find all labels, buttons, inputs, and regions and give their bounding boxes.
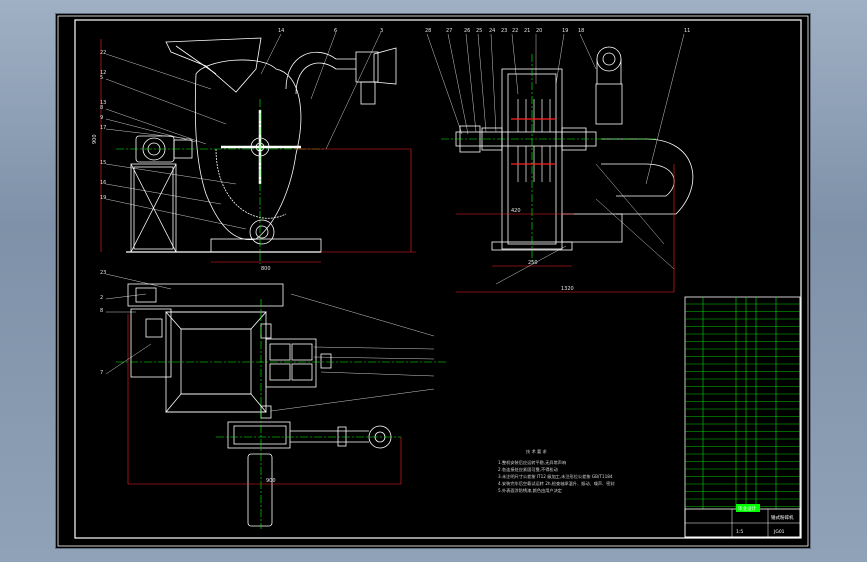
note-line-2: 2.各连接处应紧固可靠,不得松动 <box>498 466 558 473</box>
balloon-plan-23: 23 <box>100 270 106 276</box>
balloon-front-12: 12 <box>100 70 106 76</box>
parts-list <box>684 296 801 538</box>
balloon-side-24: 24 <box>489 28 495 34</box>
balloon-side-28: 28 <box>425 28 431 34</box>
balloon-front-9: 9 <box>100 115 103 121</box>
note-line-5: 5.外表面涂防锈漆,颜色由用户决定 <box>498 487 562 494</box>
front-view <box>100 31 416 264</box>
balloon-side-22: 22 <box>512 28 518 34</box>
note-line-4: 4.安装完毕后空载试运转 2h,检查轴承温升、振动、噪声、密封 <box>498 480 615 487</box>
dim-side-small: 420 <box>511 208 521 214</box>
title-scale: 1:5 <box>736 529 743 535</box>
balloon-side-18: 18 <box>578 28 584 34</box>
title-block: 毕业设计 锤式粉碎机 1:5 JG01 <box>684 504 801 538</box>
balloon-side-27: 27 <box>446 28 452 34</box>
note-line-3: 3.未注明尺寸公差按 IT12 级加工,未注形位公差按 GB/T1184 <box>498 473 613 480</box>
side-cyclone <box>595 83 623 125</box>
technical-notes: 技 术 要 求 1.整机安装后应运转平稳,无异常声响 2.各连接处应紧固可靠,不… <box>498 448 615 494</box>
balloon-plan-7: 7 <box>100 370 103 376</box>
balloon-front-13: 13 <box>100 100 106 106</box>
hopper <box>165 37 262 93</box>
balloon-side-20: 20 <box>536 28 542 34</box>
crusher-housing <box>194 59 302 241</box>
balloon-right-6: 6 <box>334 28 337 34</box>
balloon-front-15: 15 <box>100 160 106 166</box>
dim-side-width: 1320 <box>561 286 574 292</box>
balloon-side-23: 23 <box>501 28 507 34</box>
cad-drawing: 2258917151619121323287282726252423222120… <box>57 15 809 547</box>
title-company: 毕业设计 <box>738 505 756 512</box>
balloon-side-26: 26 <box>464 28 470 34</box>
balloon-front-5: 5 <box>100 75 103 81</box>
balloon-right-14: 14 <box>278 28 284 34</box>
outer-border <box>57 15 809 547</box>
balloon-front-19: 19 <box>100 195 106 201</box>
belt-guard <box>127 283 284 307</box>
dim-side-base: 250 <box>528 260 538 266</box>
dim-front-height: 900 <box>92 134 98 144</box>
balloon-right-11: 11 <box>684 28 690 34</box>
cyclone-fan <box>355 51 379 83</box>
notes-heading: 技 术 要 求 <box>526 448 548 455</box>
balloon-side-25: 25 <box>476 28 482 34</box>
dim-plan-width: 900 <box>266 478 276 484</box>
balloon-front-22: 22 <box>100 50 106 56</box>
balloon-front-8: 8 <box>100 105 103 111</box>
balloon-side-21: 21 <box>524 28 530 34</box>
balloon-side-19: 19 <box>562 28 568 34</box>
dim-front-width: 800 <box>261 266 271 272</box>
side-view <box>426 33 694 293</box>
note-line-1: 1.整机安装后应运转平稳,无异常声响 <box>498 459 566 466</box>
title-drawing-no: JG01 <box>773 529 785 535</box>
inner-border <box>74 19 802 539</box>
plan-view <box>105 273 446 529</box>
balloon-plan-8: 8 <box>100 308 103 314</box>
balloon-right-3: 3 <box>380 28 383 34</box>
balloon-plan-2: 2 <box>100 295 103 301</box>
balloon-front-16: 16 <box>100 180 106 186</box>
title-drawing-name: 锤式粉碎机 <box>771 514 794 521</box>
balloon-front-17: 17 <box>100 125 106 131</box>
